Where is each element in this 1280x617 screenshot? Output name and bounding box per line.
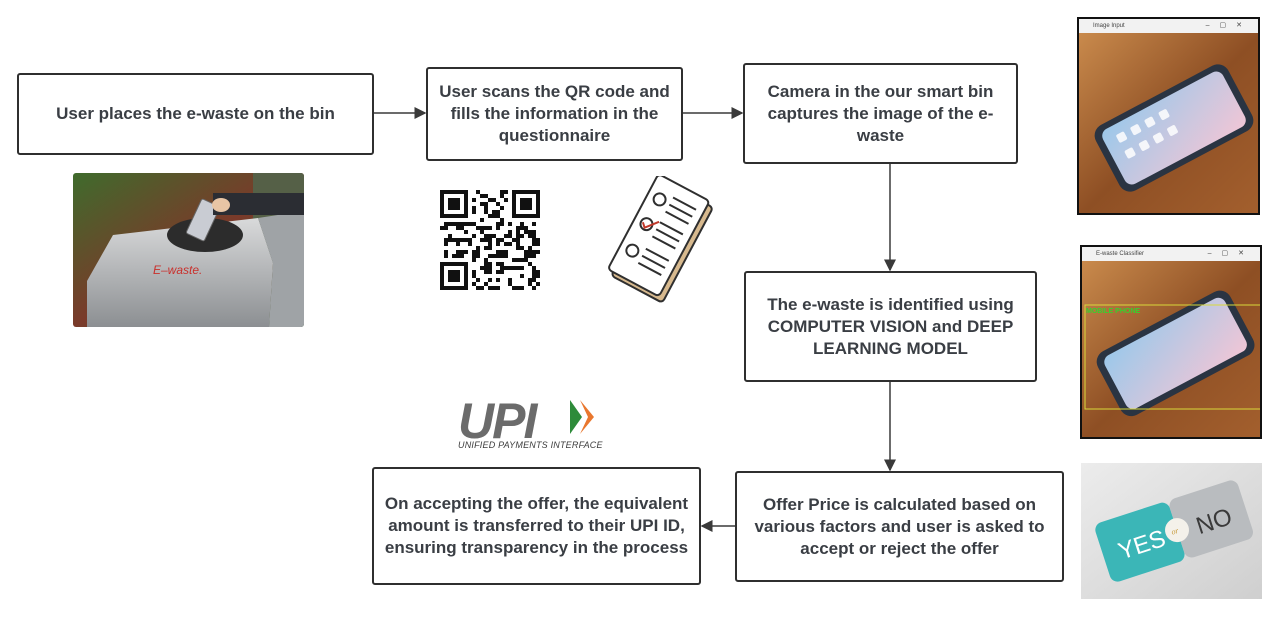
capture-window-titlebar: Image Input –▢✕ — [1079, 19, 1258, 33]
classifier-window-titlebar: E-waste Classifier –▢✕ — [1082, 247, 1260, 261]
card-or: or — [1170, 526, 1180, 537]
step-transfer-label: On accepting the offer, the equivalent a… — [384, 494, 689, 557]
window-controls-icon: –▢✕ — [1207, 250, 1254, 257]
bin-ewaste-text: E–waste. — [153, 263, 202, 277]
capture-window-screenshot: Image Input –▢✕ — [1077, 17, 1260, 215]
step-place-label: User places the e-waste on the bin — [56, 104, 335, 123]
step-camera-capture: Camera in the our smart bin captures the… — [743, 63, 1018, 164]
step-upi-transfer: On accepting the offer, the equivalent a… — [372, 467, 701, 585]
capture-window-title: Image Input — [1093, 23, 1125, 29]
detection-label: MOBILE PHONE — [1086, 308, 1140, 315]
window-controls-icon: –▢✕ — [1205, 22, 1252, 29]
step-offer-label: Offer Price is calculated based on vario… — [754, 494, 1045, 558]
step-offer-price: Offer Price is calculated based on vario… — [735, 471, 1064, 582]
upi-tagline: UNIFIED PAYMENTS INTERFACE — [458, 440, 603, 450]
yes-no-card-photo: YES or NO — [1081, 463, 1262, 599]
classifier-window-title: E-waste Classifier — [1096, 251, 1145, 257]
classifier-window-screenshot: E-waste Classifier –▢✕ MOBILE PHONE — [1080, 245, 1262, 439]
qr-code-icon — [440, 190, 540, 290]
step-identify: The e-waste is identified using COMPUTER… — [744, 271, 1037, 382]
step-scan-label: User scans the QR code and fills the inf… — [439, 82, 670, 145]
step-identify-label: The e-waste is identified using COMPUTER… — [767, 294, 1014, 358]
step-scan-qr: User scans the QR code and fills the inf… — [426, 67, 683, 161]
upi-logo: UPI UNIFIED PAYMENTS INTERFACE — [458, 392, 618, 454]
step-place-ewaste: User places the e-waste on the bin — [17, 73, 374, 155]
upi-wordmark: UPI — [458, 393, 537, 449]
ewaste-bin-photo: E–waste. — [73, 173, 304, 327]
step-camera-label: Camera in the our smart bin captures the… — [767, 81, 994, 145]
questionnaire-icon — [603, 176, 715, 306]
